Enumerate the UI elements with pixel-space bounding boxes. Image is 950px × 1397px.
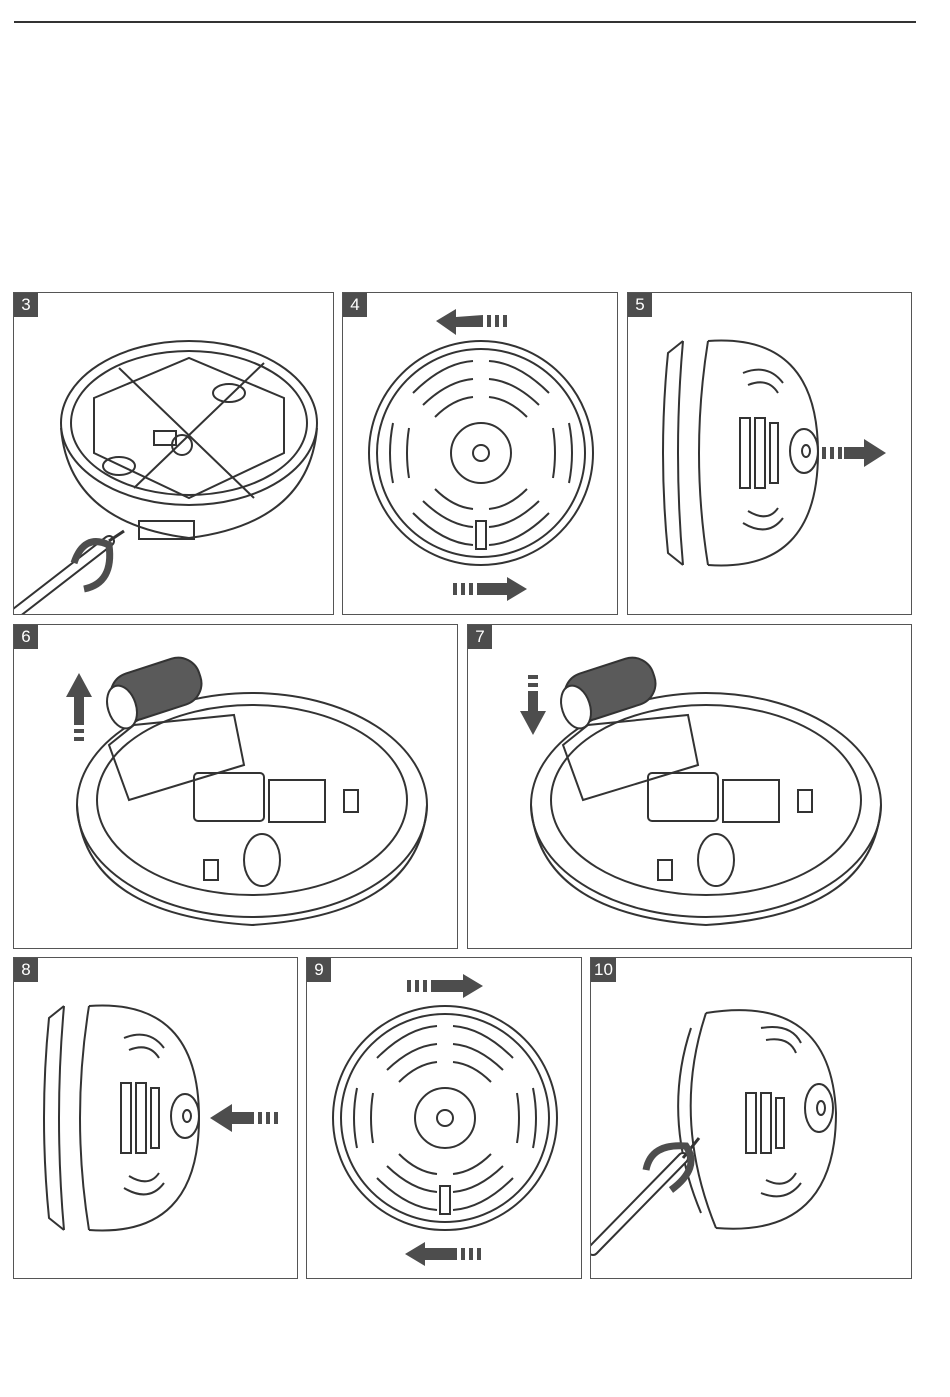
step-number: 9 [307, 958, 331, 982]
direction-arrow-icon [520, 675, 546, 735]
screwdriver-icon [593, 1138, 699, 1250]
step-7-panel: 7 [467, 624, 912, 949]
direction-arrow-icon [822, 439, 886, 467]
step-3-illustration [14, 293, 334, 615]
step-6-panel: 6 [13, 624, 458, 949]
step-number: 8 [14, 958, 38, 982]
step-5-panel: 5 [627, 292, 912, 615]
step-4-illustration [343, 293, 618, 615]
direction-arrow-icon [405, 1242, 481, 1266]
step-number: 6 [14, 625, 38, 649]
step-9-panel: 9 [306, 957, 582, 1279]
step-4-panel: 4 [342, 292, 618, 615]
step-8-illustration [14, 958, 298, 1279]
header-rule [14, 21, 916, 23]
step-6-illustration [14, 625, 458, 949]
direction-arrow-icon [210, 1104, 278, 1132]
step-number: 4 [343, 293, 367, 317]
step-10-illustration [591, 958, 912, 1279]
step-number: 7 [468, 625, 492, 649]
step-9-illustration [307, 958, 582, 1279]
step-number: 10 [591, 958, 616, 982]
direction-arrow-icon [66, 673, 92, 741]
step-3-panel: 3 [13, 292, 334, 615]
step-number: 5 [628, 293, 652, 317]
step-5-illustration [628, 293, 912, 615]
step-8-panel: 8 [13, 957, 298, 1279]
direction-arrow-icon [453, 577, 527, 601]
direction-arrow-icon [436, 309, 507, 335]
step-7-illustration [468, 625, 912, 949]
step-number: 3 [14, 293, 38, 317]
step-10-panel: 10 [590, 957, 912, 1279]
direction-arrow-icon [407, 974, 483, 998]
